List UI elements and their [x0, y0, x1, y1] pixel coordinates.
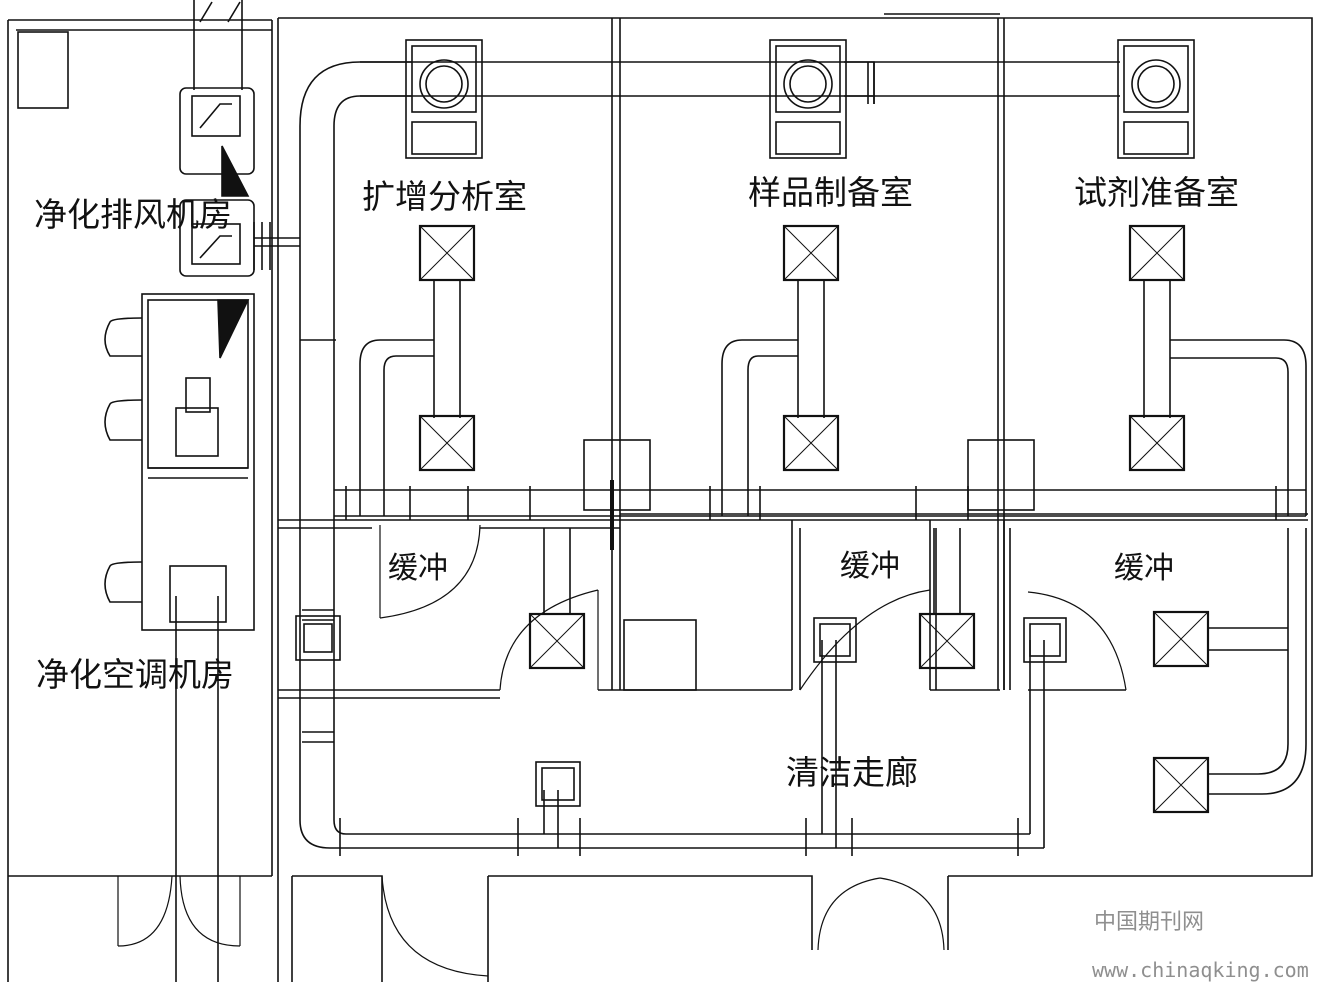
branch-ducts — [334, 280, 1307, 795]
room-label-exhaust: 净化排风机房 — [34, 195, 232, 234]
room-label-buffer-2: 缓冲 — [840, 549, 900, 584]
door-swings — [117, 524, 1127, 977]
exhaust-hoods — [405, 39, 1195, 159]
room-label-corridor: 清洁走廊 — [786, 753, 918, 792]
main-supply-duct — [299, 61, 1045, 856]
room-label-buffer-1: 缓冲 — [388, 551, 448, 586]
building-walls — [7, 13, 1313, 982]
room-label-pcr: 扩增分析室 — [362, 177, 527, 216]
air-handling-unit — [104, 293, 255, 982]
room-label-reagent: 试剂准备室 — [1074, 173, 1239, 212]
room-label-ahu: 净化空调机房 — [36, 655, 234, 694]
supply-diffusers — [418, 224, 1210, 814]
room-label-sample: 样品制备室 — [748, 173, 913, 212]
watermark-url: www.chinaqking.com — [1092, 958, 1309, 982]
room-label-buffer-3: 缓冲 — [1114, 551, 1174, 586]
return-grilles — [295, 615, 1067, 807]
watermark-name: 中国期刊网 — [1094, 910, 1205, 935]
exhaust-duct — [254, 61, 1120, 239]
exhaust-fans — [179, 0, 300, 277]
